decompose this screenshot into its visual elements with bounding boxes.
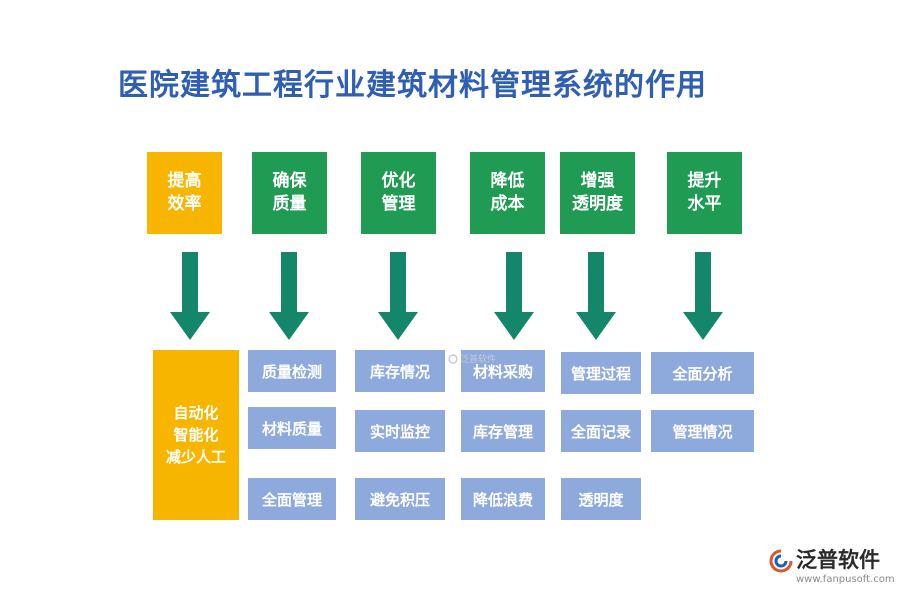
brand-name: 泛普软件 [796,548,880,572]
sub-item-box: 实时监控 [355,410,445,452]
sub-item-box: 材料采购 [461,350,545,392]
heading-line: 质量 [272,194,307,214]
sub-item-box: 管理情况 [651,410,754,452]
heading-line: 提高 [167,171,202,191]
detail-line: 减少人工 [165,448,226,466]
sub-item-box: 库存情况 [355,350,445,392]
heading-reduce-cost: 降低成本 [470,152,545,234]
watermark-text: 泛普软件 [460,355,497,365]
brand-url: www.fanpusoft.com [796,574,895,585]
down-arrow-icon [378,252,418,340]
sub-item-box: 全面管理 [248,478,336,520]
sub-item-box: 管理过程 [561,352,641,394]
heading-optimize-management: 优化管理 [361,152,436,234]
heading-line: 增强 [580,171,615,191]
sub-item-box: 避免积压 [355,478,445,520]
heading-line: 成本 [490,194,525,214]
detail-line: 自动化 [173,404,219,422]
heading-raise-level: 提升水平 [667,152,742,234]
brand-logo-icon [769,549,793,573]
heading-enhance-transparency: 增强透明度 [560,152,635,234]
sub-item-box: 库存管理 [461,410,545,452]
heading-line: 效率 [167,194,202,214]
sub-item-box: 透明度 [561,478,641,520]
sub-item-box: 材料质量 [248,407,336,449]
heading-improve-efficiency: 提高效率 [147,152,222,234]
sub-item-box: 全面记录 [561,410,641,452]
page-title: 医院建筑工程行业建筑材料管理系统的作用 [118,68,707,103]
heading-line: 确保 [272,171,307,191]
sub-item-box: 质量检测 [248,350,336,392]
down-arrow-icon [170,252,210,340]
heading-ensure-quality: 确保质量 [252,152,327,234]
efficiency-detail-box: 自动化 智能化 减少人工 [153,350,239,520]
heading-line: 管理 [381,194,416,214]
brand-logo: 泛普软件 www.fanpusoft.com [768,548,895,585]
down-arrow-icon [683,252,723,340]
heading-line: 提升 [687,171,722,191]
watermark-logo-icon [448,353,458,364]
down-arrow-icon [576,252,616,340]
down-arrow-icon [269,252,309,340]
heading-line: 优化 [381,171,416,191]
sub-item-box: 降低浪费 [461,478,545,520]
detail-line: 智能化 [173,426,219,444]
heading-line: 水平 [687,194,722,214]
down-arrow-icon [494,252,534,340]
sub-item-box: 全面分析 [651,352,754,394]
heading-line: 透明度 [572,194,623,214]
watermark: 泛普软件 [448,352,496,365]
heading-line: 降低 [490,171,525,191]
